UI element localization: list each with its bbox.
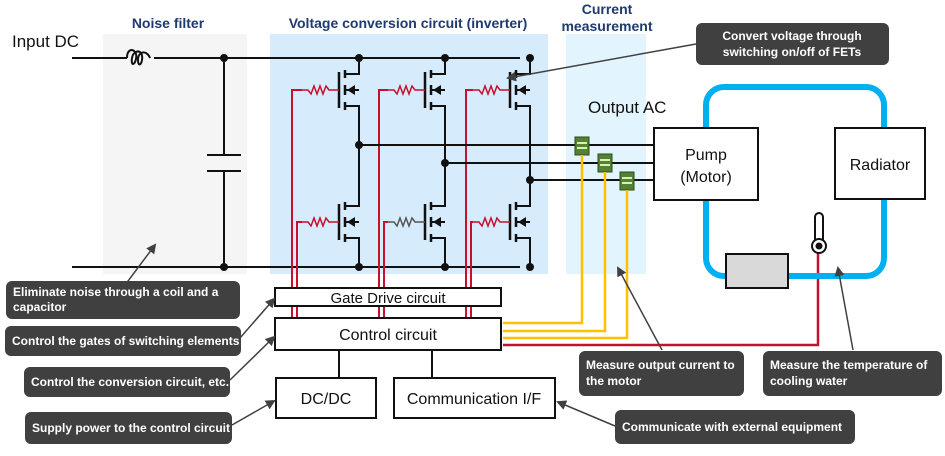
inverter-title: Voltage conversion circuit (inverter) bbox=[289, 15, 528, 31]
dcdc-label: DC/DC bbox=[301, 391, 352, 408]
control-circuit-label: Control circuit bbox=[339, 327, 437, 344]
gate-resistor-icon bbox=[473, 83, 510, 97]
gate-resistor-icon bbox=[388, 83, 425, 97]
fet-lead bbox=[431, 162, 446, 267]
gate-resistor-icon bbox=[302, 83, 339, 97]
pump-label: Pump bbox=[685, 147, 727, 164]
fet-arrow-icon bbox=[347, 85, 355, 95]
gate-resistor-icon bbox=[473, 215, 510, 229]
gate-wire bbox=[378, 89, 388, 288]
svg-text:Convert voltage through: Convert voltage through bbox=[722, 29, 861, 43]
svg-text:Control the gates of switching: Control the gates of switching elements bbox=[12, 334, 240, 348]
thermometer-icon bbox=[811, 212, 827, 254]
current-measurement-title-1: Current bbox=[582, 1, 633, 17]
temperature-sense-wire bbox=[503, 250, 820, 347]
motor-label: (Motor) bbox=[680, 169, 732, 186]
svg-text:switching on/off of FETs: switching on/off of FETs bbox=[723, 45, 862, 59]
current-sense-wires bbox=[503, 155, 629, 340]
pump-motor-block bbox=[653, 127, 759, 201]
gate-drive-label: Gate Drive circuit bbox=[330, 290, 446, 307]
fet-arrow-icon bbox=[433, 85, 441, 95]
svg-text:Measure output current to: Measure output current to bbox=[586, 358, 735, 372]
gate-wire bbox=[383, 221, 388, 288]
svg-text:the motor: the motor bbox=[586, 374, 642, 388]
gate-wire bbox=[465, 89, 473, 288]
communication-if-label: Communication I/F bbox=[407, 391, 541, 408]
svg-text:Measure the temperature of: Measure the temperature of bbox=[770, 358, 928, 372]
fet-arrow-icon bbox=[518, 217, 526, 227]
callout-noise-filter: Eliminate noise through a coil and a cap… bbox=[6, 281, 240, 319]
svg-text:Communicate with external equi: Communicate with external equipment bbox=[622, 420, 842, 434]
input-dc-label: Input DC bbox=[12, 32, 79, 51]
noise-filter-title: Noise filter bbox=[132, 15, 205, 31]
inverter-region bbox=[270, 34, 548, 274]
callout-pointers bbox=[124, 43, 854, 427]
current-measurement-title-2: measurement bbox=[561, 18, 652, 34]
output-ac-label: Output AC bbox=[588, 98, 666, 117]
svg-text:Control the conversion circuit: Control the conversion circuit, etc. bbox=[31, 375, 229, 389]
fet-lead bbox=[345, 145, 360, 267]
control-circuit-block bbox=[274, 317, 502, 351]
communication-if-block bbox=[393, 377, 556, 419]
callout-current: Measure output current to the motor bbox=[579, 351, 744, 396]
reservoir-block bbox=[725, 253, 789, 289]
gate-wire bbox=[291, 89, 302, 288]
fet-lead bbox=[516, 180, 531, 267]
gate-drive-block bbox=[274, 287, 502, 307]
svg-text:Eliminate noise through a coil: Eliminate noise through a coil and a bbox=[13, 285, 219, 299]
gate-resistor-icon bbox=[388, 215, 425, 229]
radiator-block bbox=[834, 127, 926, 200]
callout-communication: Communicate with external equipment bbox=[615, 410, 855, 444]
callout-dcdc: Supply power to the control circuit bbox=[25, 412, 232, 444]
fet-arrow-icon bbox=[518, 85, 526, 95]
current-sensor bbox=[574, 136, 590, 156]
fet-bridge bbox=[291, 58, 531, 318]
current-sensor bbox=[597, 153, 613, 173]
gate-wire bbox=[296, 221, 302, 288]
callout-control: Control the conversion circuit, etc. bbox=[24, 367, 230, 397]
current-sensor bbox=[619, 171, 635, 191]
fet-lead bbox=[345, 58, 360, 145]
svg-text:cooling water: cooling water bbox=[770, 374, 848, 388]
svg-text:Supply power to the control ci: Supply power to the control circuit bbox=[32, 421, 230, 435]
dcdc-block bbox=[275, 377, 377, 419]
gate-wire bbox=[470, 221, 473, 288]
callout-temperature: Measure the temperature of cooling water bbox=[763, 351, 942, 396]
fet-lead bbox=[431, 58, 446, 163]
svg-text:capacitor: capacitor bbox=[13, 300, 67, 314]
fet-arrow-icon bbox=[433, 217, 441, 227]
callout-fets: Convert voltage through switching on/off… bbox=[696, 23, 889, 65]
gate-resistor-icon bbox=[302, 215, 339, 229]
radiator-label: Radiator bbox=[850, 157, 911, 174]
current-sensors bbox=[574, 136, 635, 191]
fet-arrow-icon bbox=[347, 217, 355, 227]
callout-gate-drive: Control the gates of switching elements bbox=[5, 326, 241, 356]
